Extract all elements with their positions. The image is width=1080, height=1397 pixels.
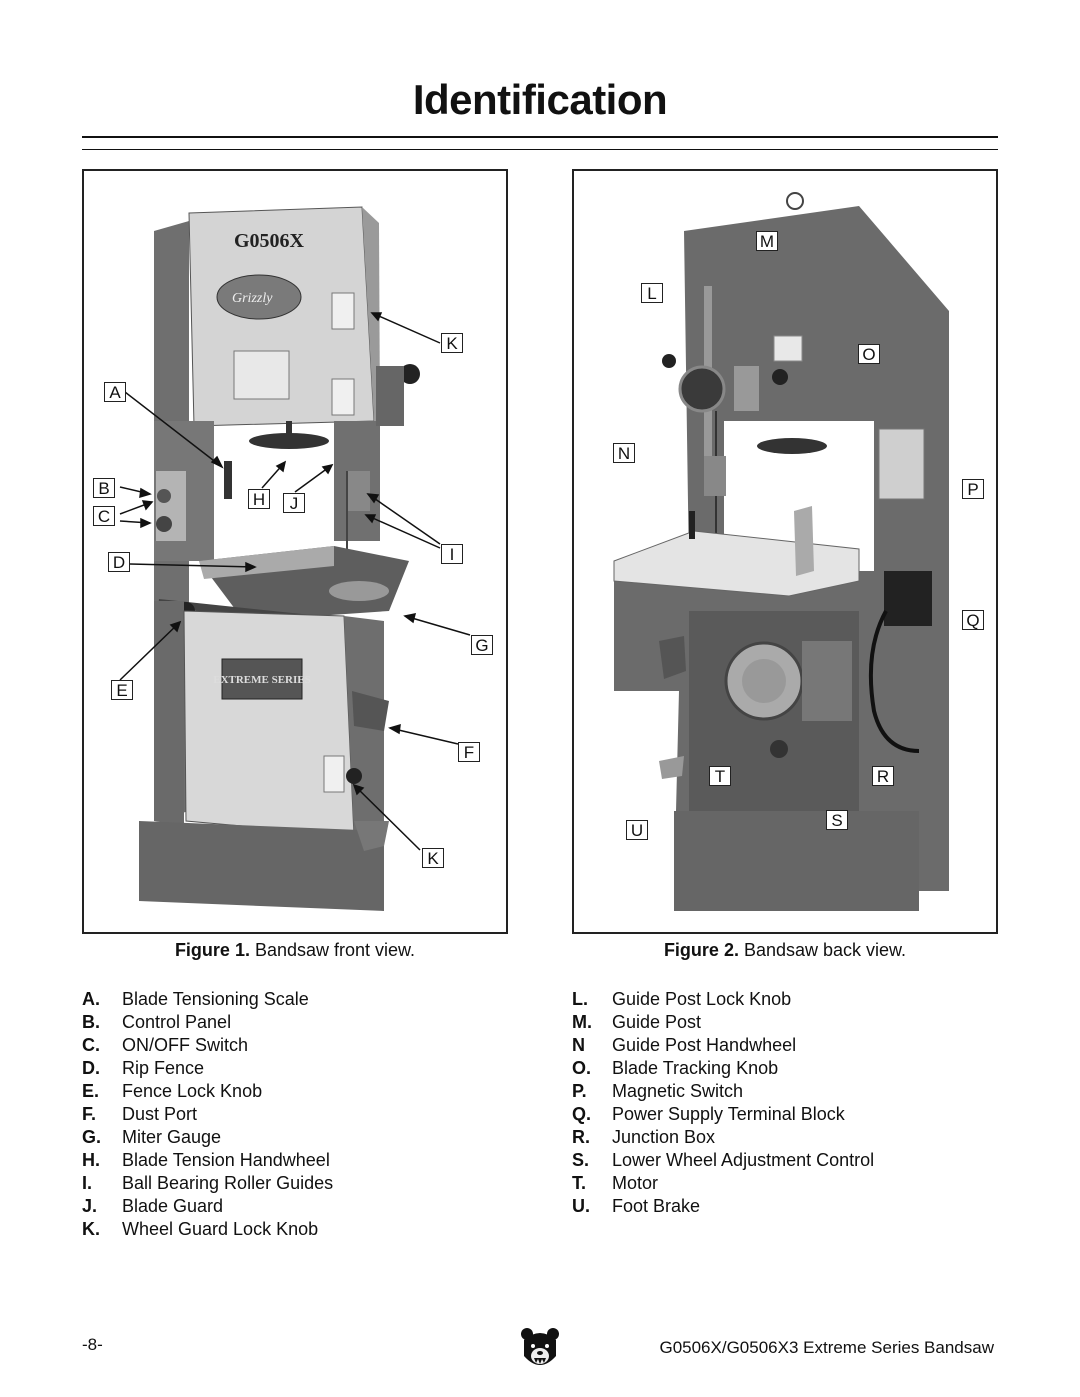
lower-wheel-adjustment [770, 740, 788, 758]
saw-base [674, 811, 919, 911]
legend-item: T.Motor [572, 1173, 659, 1193]
callout-t: T [709, 766, 731, 786]
callout-c: C [93, 506, 115, 526]
title-rule-top [82, 136, 998, 138]
callout-o: O [858, 344, 880, 364]
callout-n: N [613, 443, 635, 463]
page-title: Identification [412, 76, 668, 123]
grizzly-logo-text: Grizzly [232, 291, 273, 306]
miter-gauge [329, 581, 389, 601]
callout-h: H [248, 489, 270, 509]
legend-item: S.Lower Wheel Adjustment Control [572, 1150, 875, 1170]
power-supply-terminal-block [884, 571, 932, 626]
figure-1-frame: G0506X Grizzly EXTREME SERIES [82, 169, 508, 934]
legend-item: L.Guide Post Lock Knob [572, 989, 792, 1009]
grizzly-bear-logo-icon [521, 1328, 559, 1365]
legend-item: A.Blade Tensioning Scale [82, 989, 309, 1009]
callout-g: G [471, 635, 493, 655]
dust-port [352, 691, 389, 731]
callout-q: Q [962, 610, 984, 630]
roller-guides [348, 471, 370, 511]
callout-b: B [93, 478, 115, 498]
figure-1-caption: Figure 1. Bandsaw front view. [82, 940, 508, 961]
title-rule-bottom [82, 149, 998, 150]
bandsaw-back-view-illustration [613, 192, 949, 911]
legend-item: M.Guide Post [572, 1012, 702, 1032]
callout-r: R [872, 766, 894, 786]
figure-2-frame [572, 169, 998, 934]
callout-d: D [108, 552, 130, 572]
footer-title: G0506X/G0506X3 Extreme Series Bandsaw [659, 1338, 994, 1357]
legend-item: I.Ball Bearing Roller Guides [82, 1173, 334, 1193]
legend-item: K.Wheel Guard Lock Knob [82, 1219, 319, 1239]
figure-2-caption-label: Figure 2. [663, 940, 739, 960]
blade-tracking-knob [772, 369, 788, 385]
legend-item: E.Fence Lock Knob [82, 1081, 263, 1101]
extreme-series-plate-text: EXTREME SERIES [213, 674, 311, 686]
callout-l: L [641, 283, 663, 303]
extreme-series-plate [221, 658, 303, 700]
saw-base [139, 821, 384, 911]
callout-p: P [962, 479, 984, 499]
callout-j: J [283, 493, 305, 513]
figure-1-caption-text: Bandsaw front view. [249, 940, 416, 960]
rip-fence [199, 546, 334, 579]
callout-s: S [826, 810, 848, 830]
legend-item: P.Magnetic Switch [572, 1081, 744, 1101]
grizzly-logo-badge [216, 274, 302, 320]
callout-k-lower: K [422, 848, 444, 868]
legend-item: B.Control Panel [82, 1012, 232, 1032]
callout-k-upper: K [441, 333, 463, 353]
bandsaw-front-view-illustration: G0506X Grizzly EXTREME SERIES [139, 206, 420, 911]
figure-2-caption-text: Bandsaw back view. [738, 940, 907, 960]
guide-post-handwheel [678, 365, 726, 413]
tension-knob [400, 364, 420, 384]
legend-item: H.Blade Tension Handwheel [82, 1150, 330, 1170]
magnetic-switch [878, 428, 925, 500]
page-number: -8- [82, 1335, 103, 1354]
legend-item: Q.Power Supply Terminal Block [572, 1104, 845, 1124]
callout-e: E [111, 680, 133, 700]
guide-post-lock-knob [662, 354, 676, 368]
legend-item: R.Junction Box [572, 1127, 716, 1147]
legend-item: U.Foot Brake [572, 1196, 701, 1216]
legend-item: D.Rip Fence [82, 1058, 205, 1078]
callout-f: F [458, 742, 480, 762]
legend-front-view: A.Blade Tensioning Scale B.Control Panel… [82, 988, 502, 1241]
legend-item: G.Miter Gauge [82, 1127, 222, 1147]
legend-item: C.ON/OFF Switch [82, 1035, 249, 1055]
rip-fence [794, 506, 814, 576]
foot-brake [659, 756, 684, 779]
legend-item: O.Blade Tracking Knob [572, 1058, 779, 1078]
figure-2-caption: Figure 2. Bandsaw back view. [572, 940, 998, 961]
callout-a: A [104, 382, 126, 402]
callout-m: M [756, 231, 778, 251]
callout-u: U [626, 820, 648, 840]
machine-model-label: G0506X [234, 230, 305, 252]
legend-item: J.Blade Guard [82, 1196, 224, 1216]
junction-box [802, 641, 852, 721]
callout-i: I [441, 544, 463, 564]
figure-1-caption-label: Figure 1. [174, 940, 250, 960]
warning-label [233, 350, 290, 400]
legend-item: F.Dust Port [82, 1104, 198, 1124]
